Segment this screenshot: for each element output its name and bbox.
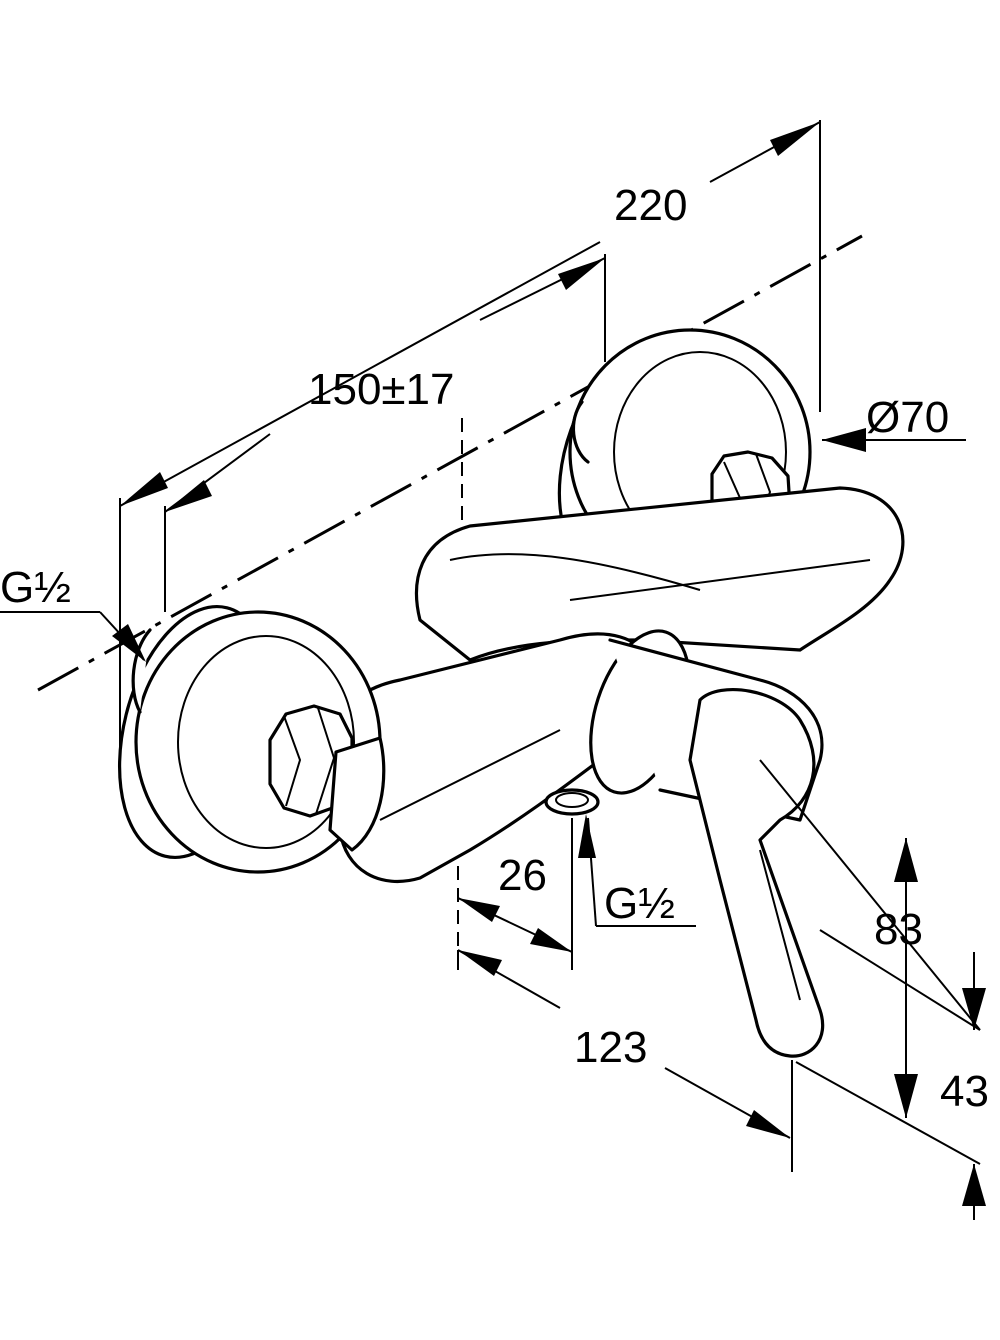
label-220: 220 — [614, 181, 687, 230]
dimension-83-43 — [759, 759, 986, 1220]
label-150: 150±17 — [308, 365, 455, 414]
leader-g-half-left — [0, 611, 146, 662]
left-arm — [328, 736, 386, 852]
dimension-26 — [457, 818, 573, 970]
left-hex-nut — [268, 704, 354, 818]
label-26: 26 — [498, 851, 547, 900]
outlet-connection — [544, 788, 600, 816]
dimension-d70 — [822, 428, 966, 452]
dimension-150 — [164, 254, 606, 612]
label-g-half-left: G½ — [0, 563, 71, 612]
label-43: 43 — [940, 1067, 989, 1116]
label-g-half-bottom: G½ — [604, 879, 675, 928]
label-123: 123 — [574, 1023, 647, 1072]
dimension-123 — [457, 949, 793, 1172]
center-axis-line — [37, 234, 863, 692]
label-83: 83 — [874, 905, 923, 954]
leader-g-half-bottom — [578, 814, 696, 927]
label-d70: Ø70 — [866, 393, 949, 442]
mixer-body — [335, 486, 905, 1058]
